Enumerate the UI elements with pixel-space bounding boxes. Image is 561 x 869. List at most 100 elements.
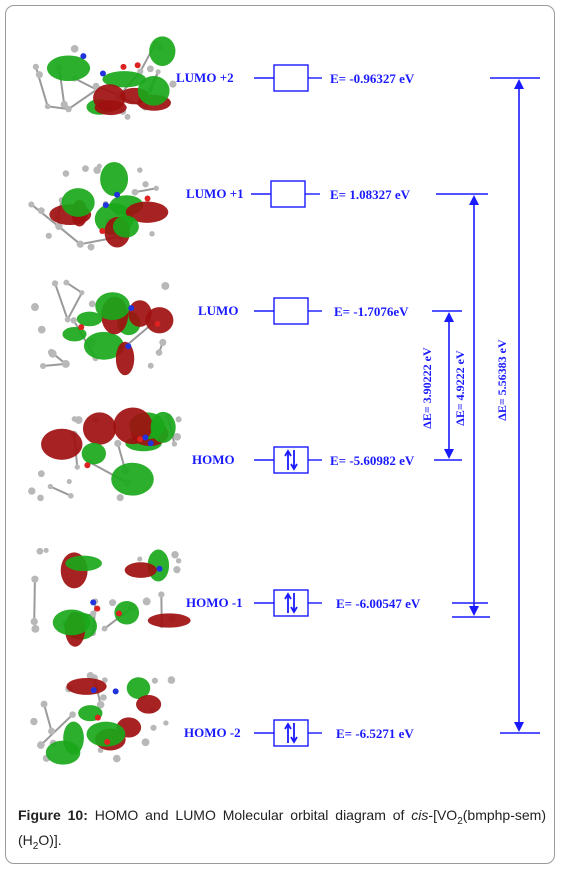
orbital-lobe xyxy=(52,609,91,636)
atom xyxy=(88,300,96,308)
orbital-lobe xyxy=(113,407,153,445)
caption-text-2: -[VO xyxy=(428,807,458,823)
atom xyxy=(37,207,45,215)
atom xyxy=(40,362,47,370)
bond xyxy=(30,203,60,228)
level-label: HOMO xyxy=(192,452,235,467)
atom xyxy=(66,479,72,485)
atom xyxy=(102,677,108,683)
atom xyxy=(35,71,43,79)
atom xyxy=(137,556,143,562)
molecule-orbital-6 xyxy=(30,672,176,765)
molecule-orbital-3 xyxy=(30,279,174,376)
orbital-lobe xyxy=(112,215,139,238)
caption-text-3: (bmphp-sem)(H xyxy=(18,807,546,848)
atom xyxy=(76,240,84,248)
orbital-lobe xyxy=(100,161,129,197)
atom xyxy=(36,547,44,555)
atom xyxy=(71,416,78,422)
electron-down-arrow xyxy=(290,723,298,744)
atom xyxy=(40,700,48,708)
heteroatom xyxy=(80,53,87,60)
orbital-lobe xyxy=(93,84,126,112)
atom xyxy=(65,105,72,113)
orbital-lobe xyxy=(86,721,126,747)
atom xyxy=(79,290,85,296)
atom xyxy=(70,317,77,324)
orbital-lobe xyxy=(114,600,140,625)
heteroatom xyxy=(125,343,132,350)
atom xyxy=(137,167,143,173)
gap-gap3: ΔE= 5.56383 eV xyxy=(495,79,524,732)
atom xyxy=(161,281,170,290)
electron-up-arrow xyxy=(284,449,292,470)
atom xyxy=(43,547,49,553)
atom xyxy=(159,338,167,346)
atom xyxy=(28,201,35,208)
atom xyxy=(155,69,161,75)
orbital-lobe xyxy=(125,201,169,223)
heteroatom xyxy=(99,70,106,77)
heteroatom xyxy=(134,62,141,69)
atom xyxy=(92,82,100,90)
bond xyxy=(54,283,69,320)
energy-value: E= -5.60982 eV xyxy=(330,453,415,468)
orbital-lobe xyxy=(66,677,107,695)
atom xyxy=(28,487,36,495)
orbital-lobe xyxy=(41,428,83,460)
caption-text-4: O)]. xyxy=(38,831,62,848)
electron-down-arrow xyxy=(290,593,298,614)
bond xyxy=(67,88,98,110)
atom xyxy=(124,113,131,120)
orbital-lobe xyxy=(137,75,170,106)
bond xyxy=(40,713,74,746)
heteroatom xyxy=(120,63,127,70)
orbital-lobe xyxy=(46,55,91,82)
atom xyxy=(153,185,159,191)
orbital-box xyxy=(273,719,309,747)
orbital-box xyxy=(273,589,309,617)
atom xyxy=(68,493,74,499)
atom xyxy=(171,441,178,447)
heteroatom xyxy=(144,195,151,202)
orbital-lobe xyxy=(63,721,84,755)
atom xyxy=(37,494,44,502)
heteroatom xyxy=(147,440,154,447)
orbital-lobe xyxy=(149,36,176,66)
heteroatom xyxy=(114,191,121,198)
atom xyxy=(48,727,56,735)
atom xyxy=(61,359,70,368)
orbital-box xyxy=(273,297,309,325)
atom xyxy=(63,279,70,286)
atom xyxy=(100,694,107,701)
atom xyxy=(155,349,163,356)
molecule-orbital-5 xyxy=(30,547,191,647)
molecule-orbital-4 xyxy=(28,407,182,502)
atom xyxy=(150,724,157,731)
atom xyxy=(149,231,155,237)
orbital-lobe xyxy=(150,411,176,443)
orbital-lobe xyxy=(65,555,102,572)
heteroatom xyxy=(90,599,97,606)
orbital-lobe xyxy=(147,613,191,628)
bond xyxy=(43,703,53,732)
atom xyxy=(96,700,105,709)
atom xyxy=(173,432,182,441)
energy-value: E= -6.5271 eV xyxy=(336,726,414,741)
atom xyxy=(45,232,52,239)
orbital-box xyxy=(273,64,309,92)
energy-value: E= -0.96327 eV xyxy=(330,71,415,86)
caption-prefix: Figure 10: xyxy=(18,807,88,823)
caption-italic: cis xyxy=(411,807,429,823)
bond xyxy=(49,485,72,497)
heteroatom xyxy=(78,324,85,331)
level-label: LUMO +1 xyxy=(186,186,244,201)
heteroatom xyxy=(156,565,163,572)
bond xyxy=(58,225,81,245)
gap-value: ΔE= 3.90222 eV xyxy=(420,347,434,429)
heteroatom xyxy=(94,714,101,721)
atom xyxy=(37,325,46,334)
